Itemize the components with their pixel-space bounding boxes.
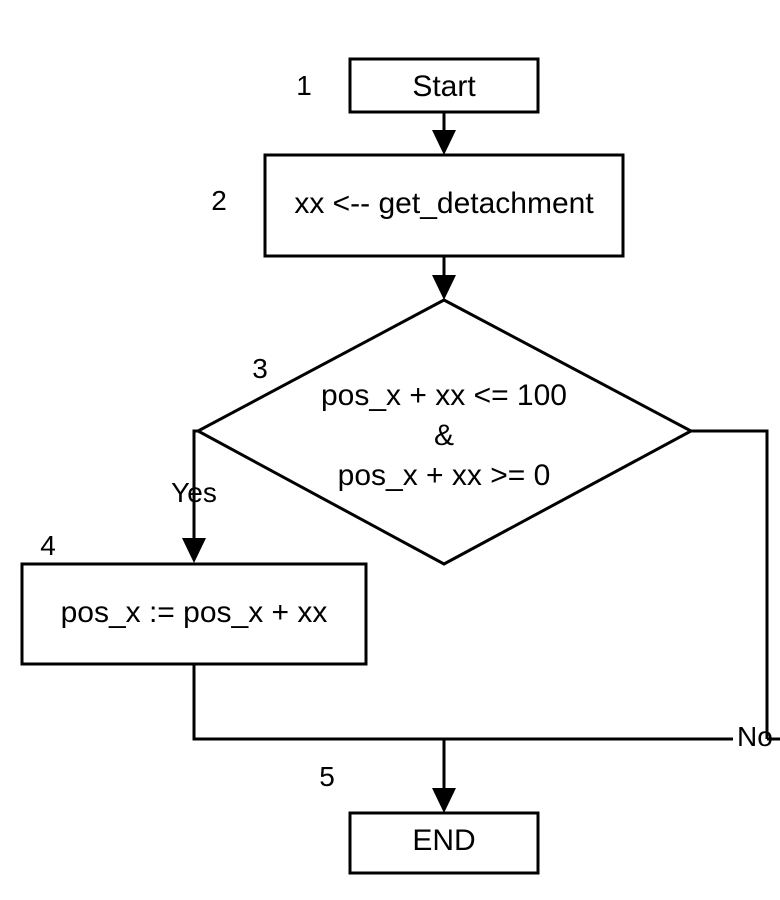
step-number-5: 5: [319, 761, 335, 792]
step-number-2: 2: [211, 185, 227, 216]
merge-to-end-arrowhead: [432, 788, 456, 813]
step-number-4: 4: [40, 530, 56, 561]
start-label: Start: [412, 70, 476, 103]
assign-box: [263, 153, 625, 258]
no-branch-connector: [691, 429, 769, 739]
yes-branch-arrowhead: [182, 538, 206, 563]
assign-label: xx <-- get_detachment: [294, 187, 594, 220]
start-node: Start 1: [296, 57, 540, 114]
start-box: [348, 57, 540, 114]
decision-condition-line-1: pos_x + xx <= 100: [321, 379, 567, 412]
decision-condition-operator: &: [434, 419, 454, 452]
update-box: [20, 562, 368, 666]
yes-branch-label: Yes: [171, 477, 217, 508]
end-node: END 5: [319, 761, 540, 875]
decision-diamond: [194, 298, 695, 566]
decision-node: pos_x + xx <= 100 & pos_x + xx >= 0 3: [194, 298, 695, 566]
no-branch-label: No: [737, 721, 773, 752]
start-to-assign-arrowhead: [432, 130, 456, 155]
update-to-merge-connector: [192, 664, 733, 741]
end-label: END: [412, 824, 475, 857]
step-number-3: 3: [252, 353, 268, 384]
decision-condition-line-2: pos_x + xx >= 0: [338, 459, 551, 492]
assign-node: xx <-- get_detachment 2: [211, 153, 625, 258]
assign-to-decision-arrowhead: [432, 275, 456, 300]
update-node: pos_x := pos_x + xx 4: [20, 530, 368, 666]
end-box: [348, 811, 540, 875]
update-label: pos_x := pos_x + xx: [61, 596, 328, 629]
step-number-1: 1: [296, 70, 312, 101]
connectors: [182, 112, 780, 813]
